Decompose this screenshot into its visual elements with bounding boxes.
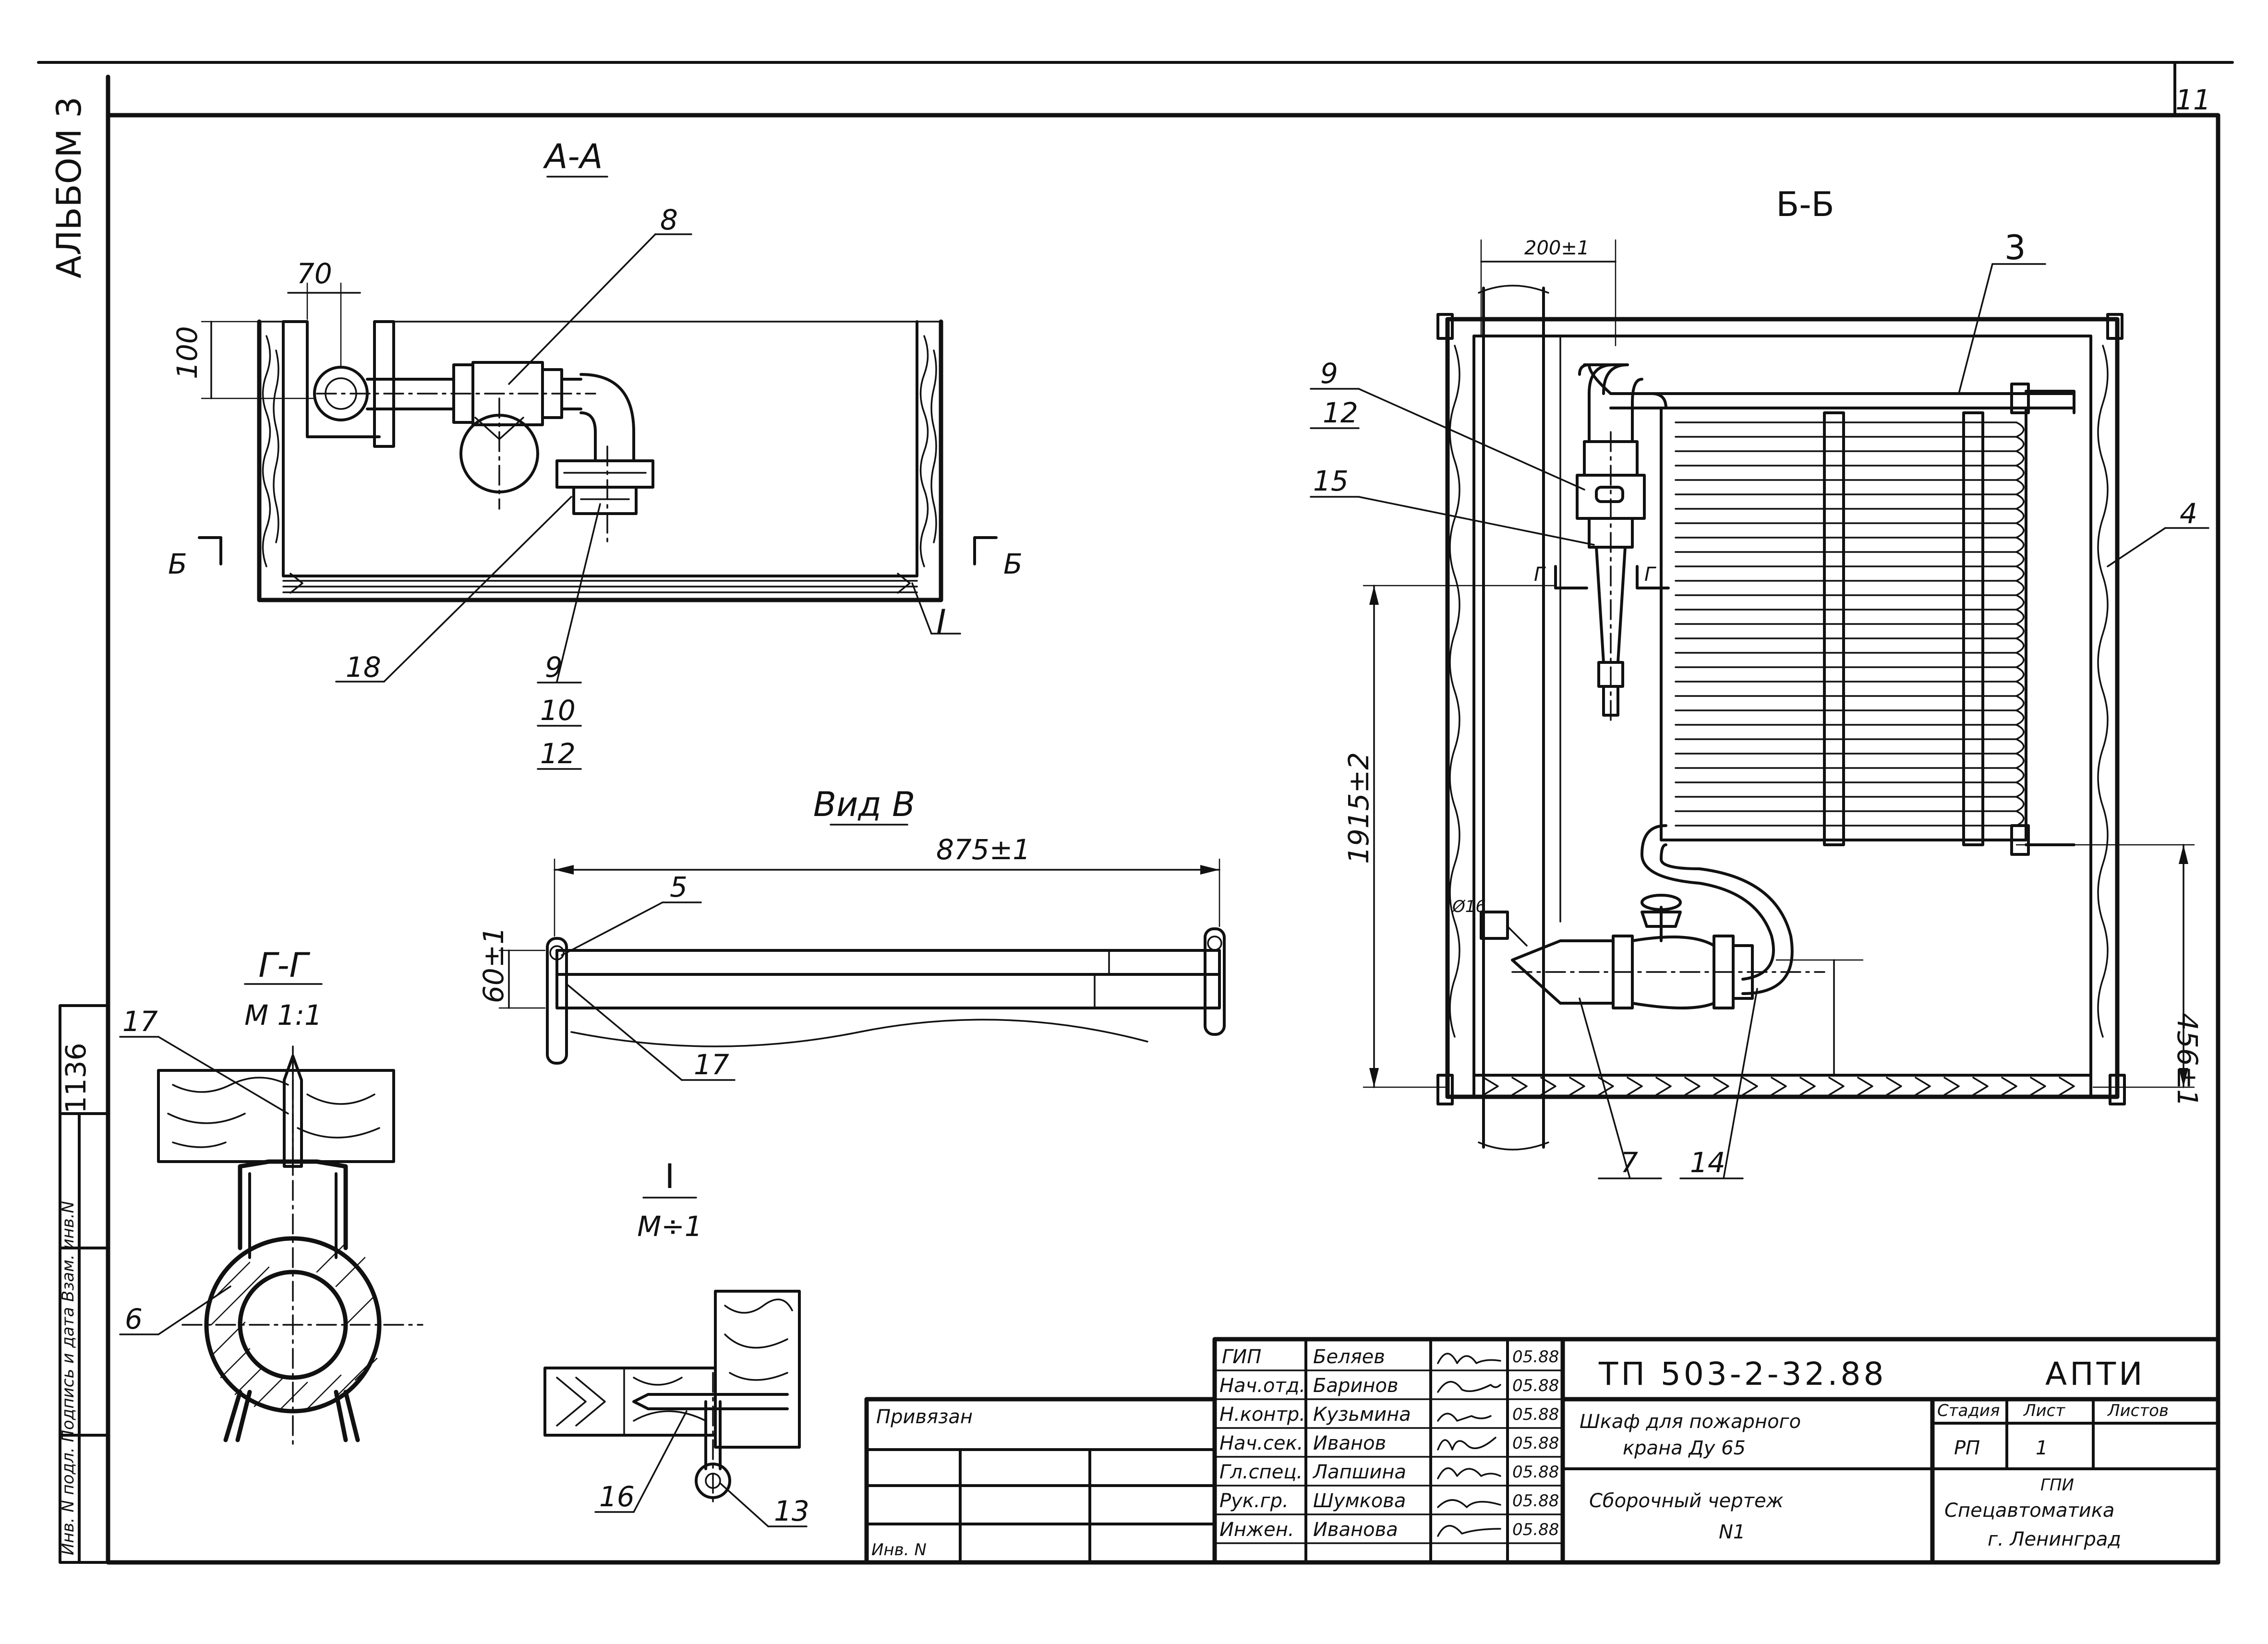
sheets-header: Листов bbox=[2107, 1401, 2169, 1420]
callout-12b: 12 bbox=[540, 737, 576, 770]
callout-4: 4 bbox=[2180, 497, 2197, 530]
date-3: 05.88 bbox=[1512, 1434, 1559, 1453]
section-bb: Б-Б 200±1 bbox=[1310, 185, 2209, 1179]
view-v-title: Вид В bbox=[813, 785, 915, 824]
subtitle-line2: N1 bbox=[1719, 1521, 1745, 1543]
cut-g-right: Г bbox=[1644, 564, 1656, 586]
dim-200: 200±1 bbox=[1524, 237, 1589, 259]
callout-9b: 9 bbox=[545, 651, 563, 684]
role-2: Н.контр. bbox=[1219, 1404, 1305, 1426]
date-5: 05.88 bbox=[1512, 1491, 1559, 1511]
role-0: ГИП bbox=[1222, 1346, 1261, 1368]
sheet-value: 1 bbox=[2036, 1437, 2048, 1459]
cut-b-right: Б bbox=[1003, 548, 1023, 580]
role-5: Рук.гр. bbox=[1219, 1490, 1289, 1512]
callout-6: 6 bbox=[125, 1303, 143, 1335]
callout-10: 10 bbox=[540, 694, 576, 727]
dim-456: 456±1 bbox=[2171, 1013, 2204, 1107]
title-block: Привязан Инв. N ГИП Беляев 05.88 Нач.отд… bbox=[864, 1337, 2220, 1565]
dim-70: 70 bbox=[297, 257, 332, 290]
callout-15: 15 bbox=[1313, 465, 1349, 497]
detail-i: I М÷1 16 13 bbox=[543, 1157, 809, 1527]
subtitle-line1: Сборочный чертеж bbox=[1589, 1490, 1784, 1512]
callout-17a: 17 bbox=[122, 1005, 158, 1038]
name-0: Беляев bbox=[1313, 1346, 1385, 1368]
dim-100: 100 bbox=[171, 326, 204, 379]
callout-8: 8 bbox=[660, 204, 678, 236]
stage-value: РП bbox=[1954, 1437, 1980, 1459]
role-6: Инжен. bbox=[1219, 1519, 1294, 1541]
title-line1: Шкаф для пожарного bbox=[1580, 1411, 1801, 1433]
date-4: 05.88 bbox=[1512, 1463, 1559, 1482]
callout-12a: 12 bbox=[1323, 396, 1358, 429]
callout-13: 13 bbox=[774, 1495, 809, 1527]
designation: ТП 503-2-32.88 bbox=[1598, 1356, 1886, 1392]
cut-b-left: Б bbox=[168, 548, 187, 580]
view-v: Вид В 875±1 60±1 5 17 bbox=[477, 785, 1226, 1081]
callout-9a: 9 bbox=[1320, 357, 1338, 390]
dim-875: 875±1 bbox=[936, 833, 1030, 866]
name-1: Баринов bbox=[1313, 1375, 1399, 1397]
section-gg-scale: М 1:1 bbox=[244, 999, 322, 1032]
album-label: АЛЬБОМ 3 bbox=[49, 96, 89, 278]
name-4: Лапшина bbox=[1312, 1461, 1406, 1483]
callout-5: 5 bbox=[670, 871, 688, 903]
section-gg: Г-Г М 1:1 bbox=[119, 946, 423, 1451]
name-5: Шумкова bbox=[1313, 1490, 1406, 1512]
date-0: 05.88 bbox=[1512, 1347, 1559, 1367]
detail-i-title: I bbox=[665, 1157, 675, 1196]
callout-17b: 17 bbox=[694, 1048, 729, 1081]
stage-header: Стадия bbox=[1937, 1401, 2000, 1420]
date-1: 05.88 bbox=[1512, 1376, 1559, 1395]
side-stamp: Инв. N подл. Подпись и дата Взам. инв.N bbox=[59, 1004, 109, 1564]
section-aa: А-А bbox=[168, 137, 1023, 770]
name-6: Иванова bbox=[1313, 1519, 1398, 1541]
privyazan-label: Привязан bbox=[876, 1406, 973, 1428]
callout-14: 14 bbox=[1690, 1146, 1725, 1179]
title-line2: крана Ду 65 bbox=[1623, 1437, 1746, 1459]
section-gg-title: Г-Г bbox=[258, 946, 310, 985]
dim-1915: 1915±2 bbox=[1342, 752, 1375, 864]
org-code: АПТИ bbox=[2045, 1356, 2145, 1392]
role-3: Нач.сек. bbox=[1219, 1432, 1303, 1454]
callout-18: 18 bbox=[346, 651, 381, 684]
callout-16: 16 bbox=[599, 1480, 635, 1513]
inv-n-label: Инв. N bbox=[871, 1540, 927, 1560]
name-2: Кузьмина bbox=[1313, 1404, 1411, 1426]
callout-7: 7 bbox=[1620, 1146, 1638, 1179]
side-stamp-text: Инв. N подл. Подпись и дата Взам. инв.N bbox=[59, 1201, 78, 1555]
cut-g-left: Г bbox=[1534, 564, 1546, 586]
org-line3: г. Ленинград bbox=[1988, 1528, 2121, 1550]
signatures bbox=[1437, 1353, 1501, 1537]
callout-3: 3 bbox=[2004, 228, 2026, 267]
role-4: Гл.спец. bbox=[1219, 1461, 1303, 1483]
section-bb-title: Б-Б bbox=[1776, 185, 1834, 224]
org-line2: Спецавтоматика bbox=[1944, 1500, 2114, 1522]
detail-i-scale: М÷1 bbox=[637, 1210, 702, 1243]
org-line1: ГПИ bbox=[2040, 1476, 2074, 1495]
name-3: Иванов bbox=[1313, 1432, 1386, 1454]
date-2: 05.88 bbox=[1512, 1405, 1559, 1424]
dim-16: Ø16 bbox=[1451, 897, 1486, 916]
album-number: 1136 bbox=[60, 1043, 92, 1114]
sheet-number: 11 bbox=[2175, 84, 2211, 116]
detail-i-mark: I bbox=[936, 602, 946, 642]
sheet-header: Лист bbox=[2023, 1401, 2065, 1420]
dim-60: 60±1 bbox=[477, 927, 510, 1003]
section-aa-title: А-А bbox=[543, 137, 603, 176]
date-6: 05.88 bbox=[1512, 1520, 1559, 1539]
role-1: Нач.отд. bbox=[1219, 1375, 1305, 1397]
